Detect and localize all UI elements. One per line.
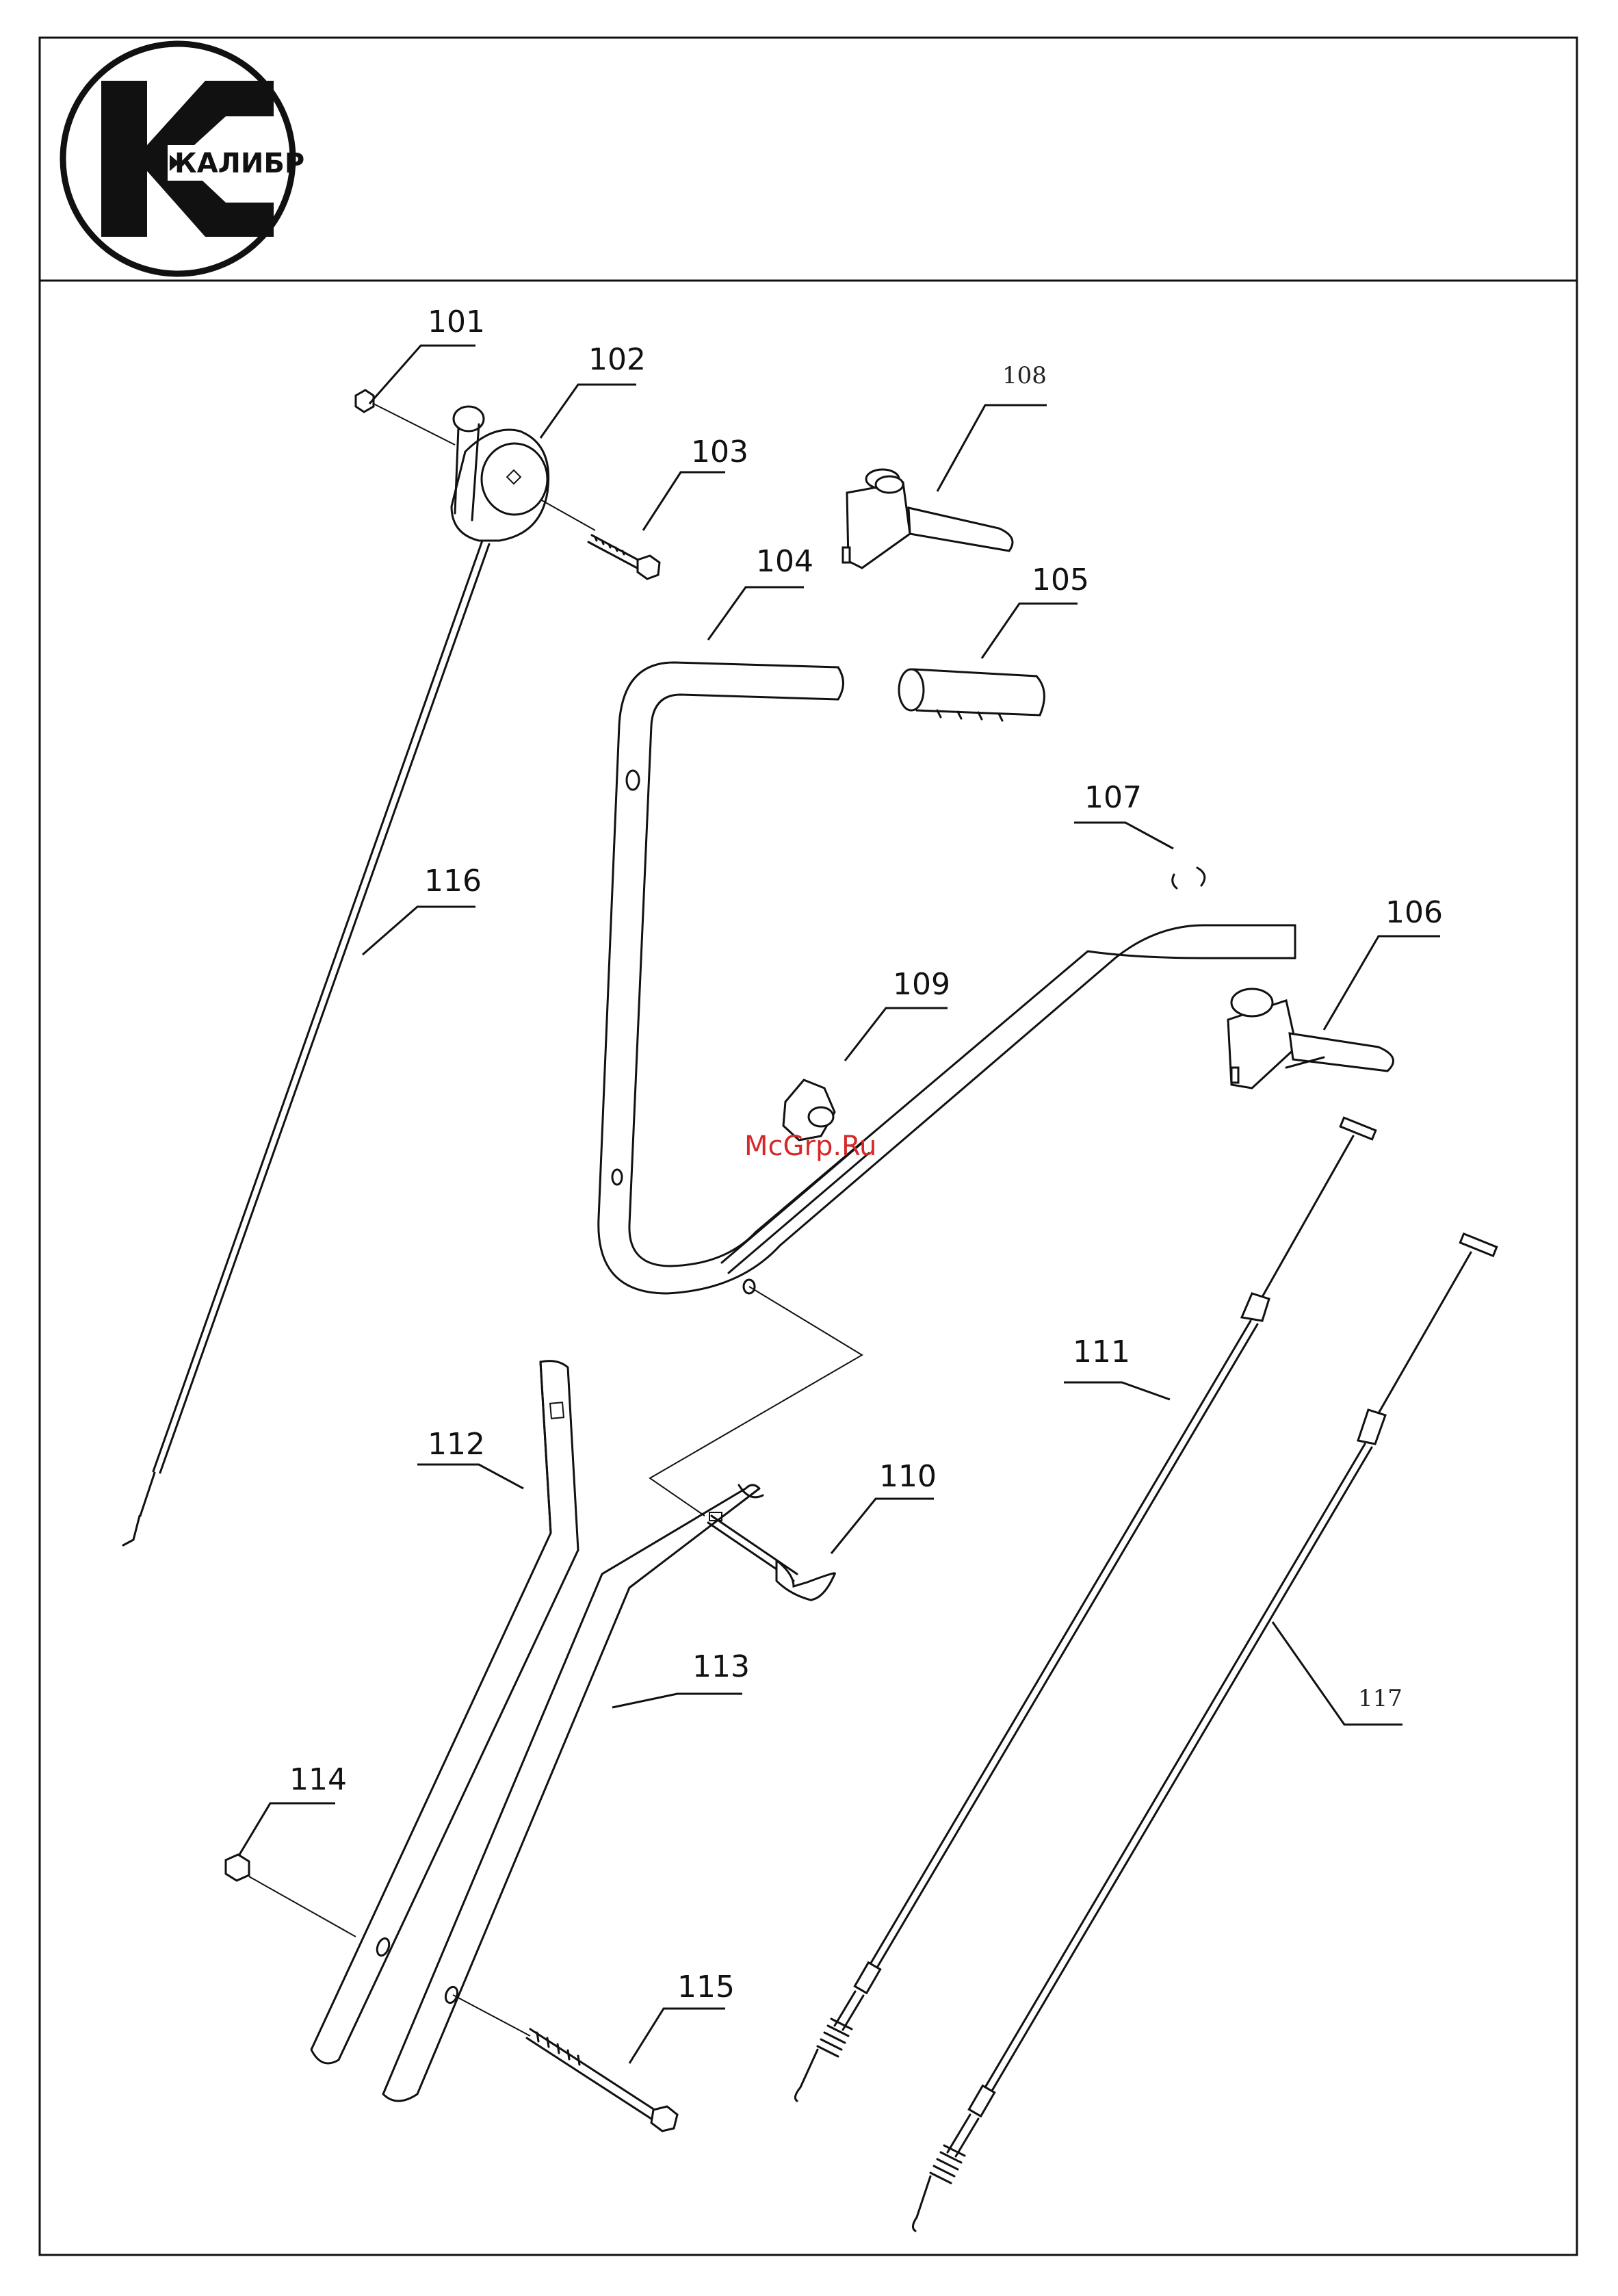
label-104: 104 — [756, 544, 813, 579]
part-105-grip — [899, 669, 1044, 721]
label-107: 107 — [1084, 780, 1142, 815]
part-114-nut — [226, 1855, 356, 1937]
part-101-nut — [356, 390, 455, 445]
part-112-lower-handle-left — [311, 1361, 578, 2063]
part-108-lever — [843, 469, 1013, 568]
label-111: 111 — [1073, 1334, 1130, 1369]
part-115-long-bolt — [453, 1995, 677, 2131]
leader-lines — [239, 346, 1440, 2063]
part-113-lower-handle-right — [383, 1287, 862, 2101]
label-116: 116 — [424, 864, 482, 899]
label-117: 117 — [1358, 1685, 1402, 1712]
part-106-lever — [1228, 989, 1393, 1088]
label-113: 113 — [692, 1649, 750, 1684]
logo-text: КАЛИБР — [174, 148, 304, 179]
kalibr-logo: КАЛИБР — [63, 44, 304, 274]
part-102-throttle-control — [452, 407, 595, 541]
label-115: 115 — [677, 1970, 735, 2004]
part-107-clip — [1173, 868, 1205, 888]
part-117-cable — [913, 1234, 1496, 2231]
watermark-text: McGrp.Ru — [744, 1131, 876, 1162]
part-110-carriage-bolt — [708, 1516, 835, 1600]
part-111-cable — [795, 1118, 1375, 2101]
label-105: 105 — [1032, 563, 1089, 597]
label-101: 101 — [428, 305, 485, 339]
label-109: 109 — [893, 967, 950, 1002]
label-108: 108 — [1002, 362, 1047, 389]
label-110: 110 — [879, 1459, 937, 1494]
label-103: 103 — [691, 435, 748, 469]
part-116-throttle-rod — [123, 541, 489, 1545]
part-103-bolt — [588, 535, 660, 579]
label-114: 114 — [289, 1762, 347, 1797]
label-106: 106 — [1385, 895, 1443, 930]
label-112: 112 — [428, 1427, 485, 1462]
label-102: 102 — [588, 342, 646, 377]
